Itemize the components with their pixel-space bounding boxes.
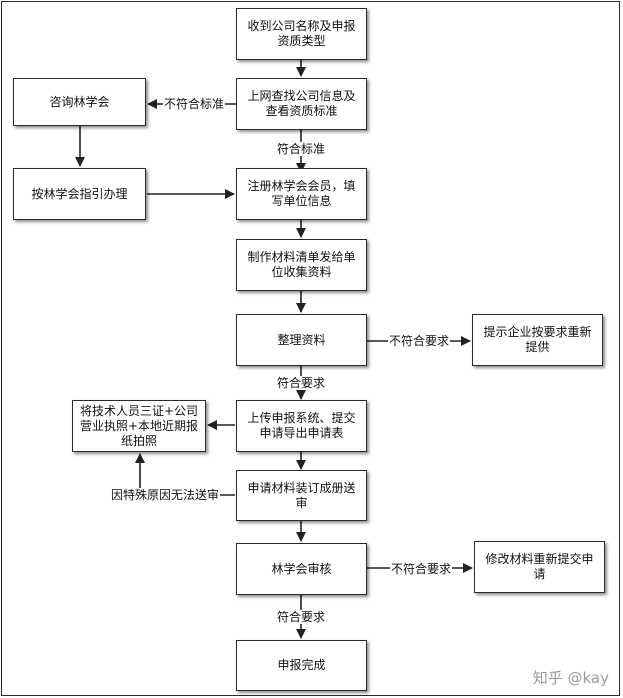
node-organize: 整理资料 — [236, 314, 367, 366]
node-register: 注册林学会会员，填写单位信息 — [236, 168, 367, 220]
label-meet-requirement-1: 符合要求 — [276, 376, 327, 390]
node-material-list: 制作材料清单发给单位收集资料 — [236, 239, 367, 291]
node-upload: 上传申报系统、提交申请导出申请表 — [236, 400, 367, 452]
label-not-meet-requirement-2: 不符合要求 — [390, 562, 453, 576]
label-meet-standard: 符合标准 — [276, 142, 327, 156]
node-lookup-info: 上网查找公司信息及查看资质标准 — [236, 78, 367, 130]
node-done: 申报完成 — [236, 640, 367, 691]
node-review: 林学会审核 — [236, 543, 367, 595]
node-resupply: 提示企业按要求重新提供 — [472, 314, 603, 366]
node-bind: 申请材料装订成册送审 — [236, 470, 367, 521]
watermark-text: 知乎 @kay — [532, 669, 609, 687]
label-not-meet-standard: 不符合标准 — [163, 97, 226, 111]
node-consult: 咨询林学会 — [13, 78, 146, 126]
node-certificates: 将技术人员三证+公司营业执照+本地近期报纸拍照 — [72, 400, 206, 452]
node-guide: 按林学会指引办理 — [13, 168, 146, 220]
label-meet-requirement-2: 符合要求 — [276, 610, 327, 624]
node-receive-name: 收到公司名称及申报资质类型 — [236, 8, 367, 60]
label-special-reason: 因特殊原因无法送审 — [110, 488, 221, 502]
label-not-meet-requirement-1: 不符合要求 — [388, 334, 451, 348]
node-revise: 修改材料重新提交申请 — [474, 541, 605, 593]
